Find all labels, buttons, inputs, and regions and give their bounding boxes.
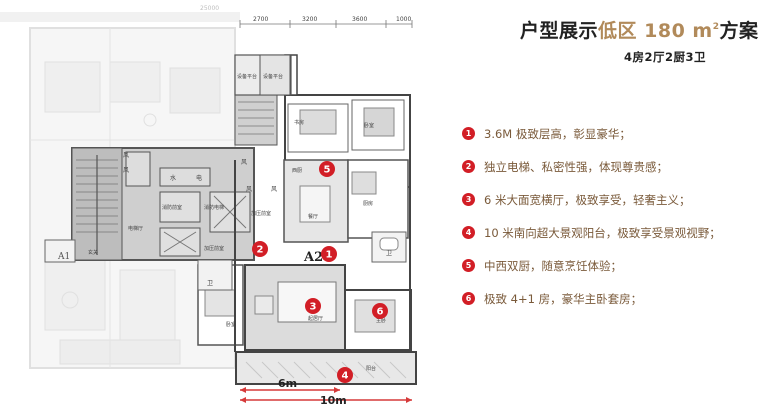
feature-text: 3.6M 极致层高，彰显豪华； (484, 127, 631, 141)
feature-item: 4 10 米南向超大景观阳台，极致享受景观视野； (462, 225, 721, 258)
top-dimension-line: 2700 3200 3600 1000 (239, 16, 413, 28)
marker-4-circle (337, 367, 353, 383)
feature-item: 5 中西双厨，随意烹饪体验； (462, 258, 721, 291)
dim-10m: 10m (320, 394, 347, 404)
marker-6-circle (372, 303, 388, 319)
label-kitchen: 厨房 (363, 200, 373, 207)
feature-item: 2 独立电梯、私密性强，体现尊贵感； (462, 159, 721, 192)
label-bath-right: 卫 (386, 250, 392, 257)
label-wind-3: 风 (241, 159, 247, 166)
label-dining: 餐厅 (308, 213, 318, 220)
label-equip-2: 设备平台 (263, 73, 283, 80)
title-highlight: 低区 180 (598, 20, 686, 42)
label-west-kitchen: 西厨 (292, 168, 302, 174)
label-master: 主卧 (376, 317, 386, 324)
marker-1-circle (321, 246, 337, 262)
title-unit: m2 (692, 20, 719, 42)
marker-1: 1 (326, 250, 333, 261)
dim-3200: 3200 (302, 16, 317, 23)
top-ghost-dimension: 25000 (200, 5, 219, 12)
feature-list: 1 3.6M 极致层高，彰显豪华； 2 独立电梯、私密性强，体现尊贵感； 3 6 米大… (462, 126, 721, 324)
label-elec: 电 (196, 174, 202, 182)
feature-number: 5 (462, 259, 475, 272)
label-pressure-1: 加压前室 (251, 210, 271, 217)
label-living: 起居厅 (308, 316, 323, 322)
marker-6: 6 (377, 307, 384, 318)
page-title: 户型展示低区 180 m2方案 (520, 16, 758, 43)
label-fire-front: 消防前室 (162, 204, 182, 211)
label-bedroom-sw: 卧室 (226, 321, 236, 328)
feature-item: 6 极致 4+1 房，豪华主卧套房； (462, 291, 721, 324)
label-bedroom-ne: 卧室 (364, 122, 374, 129)
feature-number: 3 (462, 193, 475, 206)
feature-text: 极致 4+1 房，豪华主卧套房； (484, 292, 643, 306)
feature-item: 3 6 米大面宽横厅，极致享受，轻奢主义； (462, 192, 721, 225)
marker-2: 2 (257, 245, 264, 256)
label-foyer: 玄关 (88, 249, 98, 256)
marker-2-circle (252, 241, 268, 257)
label-bath-left: 卫 (207, 280, 213, 287)
feature-text: 独立电梯、私密性强，体现尊贵感； (484, 160, 668, 174)
feature-markers: 5 2 1 3 6 4 (252, 161, 388, 383)
dimension-arrows: 6m 10m (240, 377, 412, 404)
label-water: 水 (170, 174, 176, 182)
label-pressure-2: 加压前室 (204, 245, 224, 252)
marker-3-circle (305, 298, 321, 314)
marker-4: 4 (342, 371, 349, 382)
label-wind-1: 风 (123, 152, 129, 159)
label-wind-5: 风 (271, 186, 277, 193)
floor-plan: 25000 (0, 5, 417, 404)
title-unit-base: m (692, 20, 713, 42)
label-wind-4: 风 (246, 186, 252, 193)
title-prefix: 户型展示 (520, 20, 599, 42)
marker-5: 5 (324, 165, 331, 176)
feature-number: 4 (462, 226, 475, 239)
marker-3: 3 (310, 302, 317, 313)
core-area (44, 94, 278, 263)
unit-a2 (197, 54, 417, 385)
label-fire-lobby: 消防电梯 (204, 204, 224, 211)
title-suffix: 方案 (719, 20, 759, 42)
dim-6m: 6m (278, 377, 297, 390)
unit-label-a2: A2 (303, 250, 323, 265)
feature-number: 2 (462, 160, 475, 173)
feature-number: 6 (462, 292, 475, 305)
label-equip-1: 设备平台 (237, 73, 257, 80)
feature-number: 1 (462, 127, 475, 140)
title-unit-sup: 2 (712, 22, 720, 32)
feature-item: 1 3.6M 极致层高，彰显豪华； (462, 126, 721, 159)
unit-label-a1: A1 (57, 252, 70, 262)
room-labels: 设备平台 设备平台 书房 卧室 西厨 厨房 餐厅 卫 起居厅 主卧 阳台 卧室 … (88, 73, 392, 372)
feature-text: 6 米大面宽横厅，极致享受，轻奢主义； (484, 193, 691, 207)
feature-text: 中西双厨，随意烹饪体验； (484, 259, 622, 273)
feature-text: 10 米南向超大景观阳台，极致享受景观视野； (484, 226, 721, 240)
dim-1000: 1000 (396, 16, 411, 23)
label-balcony: 阳台 (366, 365, 376, 372)
label-study: 书房 (294, 119, 304, 126)
dim-2700: 2700 (253, 16, 268, 23)
page-subtitle: 4房2厅2厨3卫 (623, 50, 706, 64)
marker-5-circle (319, 161, 335, 177)
label-elevator-lobby: 电梯厅 (128, 225, 143, 232)
label-wind-2: 风 (123, 167, 129, 174)
dim-3600: 3600 (352, 16, 367, 23)
